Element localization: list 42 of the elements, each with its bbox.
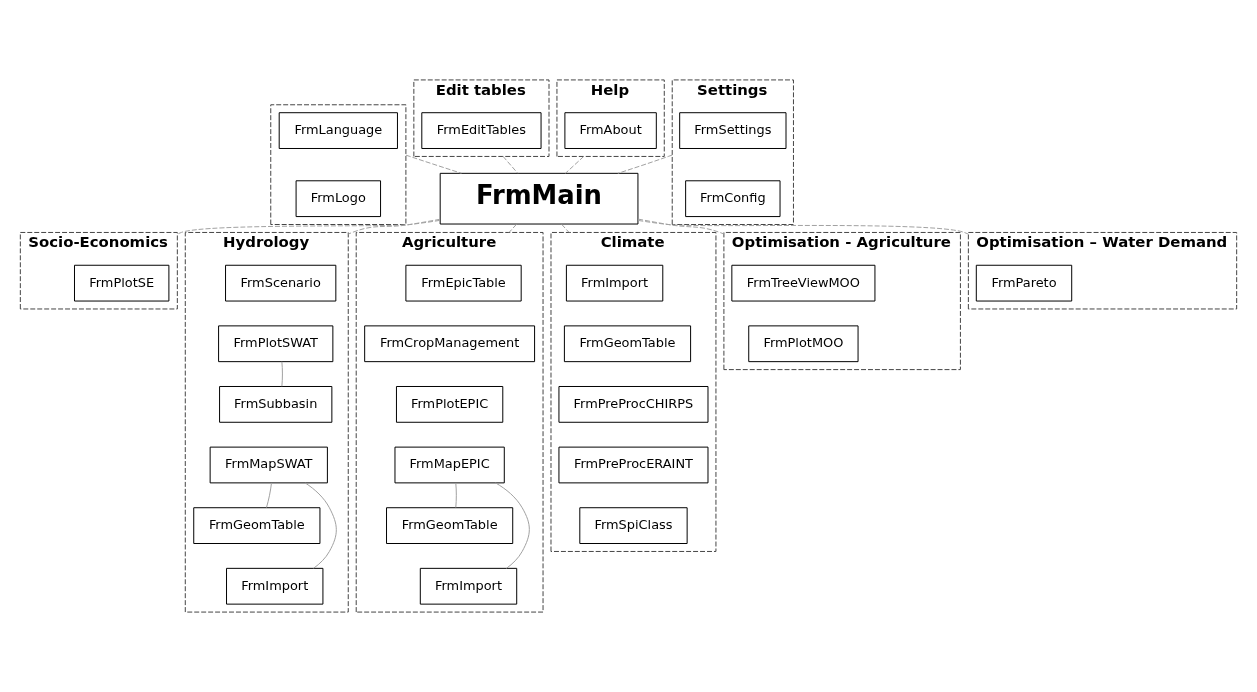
connector — [502, 155, 519, 174]
node-box: FrmGeomTable — [386, 507, 514, 544]
node-box: FrmAbout — [564, 112, 657, 149]
node-box: FrmPreProcERAINT — [558, 446, 709, 484]
connector — [281, 361, 283, 387]
node-box: FrmScenario — [225, 264, 337, 302]
node-box: FrmGeomTable — [563, 325, 692, 363]
node-box: FrmPlotSE — [74, 264, 170, 302]
connector — [347, 218, 441, 235]
connector — [304, 482, 337, 569]
node-box: FrmImport — [226, 567, 324, 605]
node-box: FrmGeomTable — [193, 507, 321, 544]
node-box: FrmConfig — [685, 180, 781, 218]
node-box: FrmPreProcCHIRPS — [558, 386, 709, 423]
node-box: FrmMapSWAT — [209, 446, 328, 484]
connector — [637, 218, 725, 235]
connector — [176, 219, 441, 235]
node-box: FrmCropManagement — [364, 325, 536, 363]
connector — [565, 155, 585, 174]
node-box: FrmPareto — [975, 264, 1073, 302]
node-box: FrmLanguage — [278, 112, 398, 149]
node-box: FrmSubbasin — [219, 386, 333, 423]
node-box: FrmLogo — [295, 180, 382, 218]
connector — [508, 223, 517, 233]
node-box: FrmPlotEPIC — [395, 386, 504, 423]
node-box: FrmEditTables — [421, 112, 542, 149]
node-box: FrmMain — [439, 172, 639, 225]
node-box: FrmPlotMOO — [748, 325, 859, 363]
connector — [561, 223, 570, 233]
node-box: FrmImport — [419, 567, 518, 605]
node-box: FrmMapEPIC — [394, 446, 505, 484]
connector — [266, 482, 272, 508]
node-box: FrmTreeViewMOO — [731, 264, 876, 302]
connector — [495, 482, 530, 569]
cluster — [270, 104, 407, 225]
node-box: FrmImport — [565, 264, 664, 302]
node-box: FrmSpiClass — [579, 507, 688, 544]
node-box: FrmSettings — [679, 112, 787, 149]
connector — [637, 219, 969, 235]
node-box: FrmEpicTable — [405, 264, 522, 302]
connector — [455, 482, 457, 508]
node-box: FrmPlotSWAT — [218, 325, 334, 363]
